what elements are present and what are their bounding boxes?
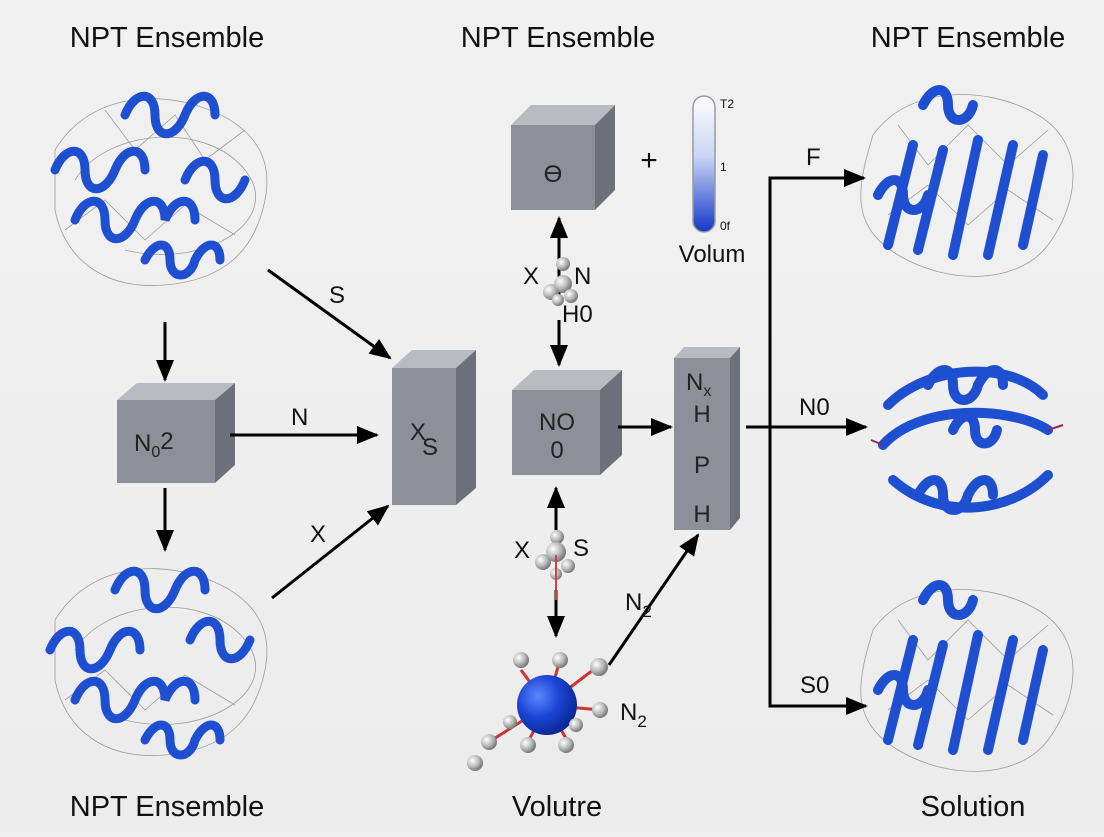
box-theta: ϴ bbox=[511, 105, 615, 210]
box-no0-line1: NO bbox=[539, 409, 575, 436]
box-xs: X S bbox=[392, 350, 476, 505]
protein-structure-bottom-left bbox=[45, 566, 268, 760]
molecule-upper-h0: H0 bbox=[562, 301, 593, 328]
box-n02: N02 bbox=[117, 383, 235, 483]
title-bottom-left: NPT Ensemble bbox=[70, 791, 265, 823]
thermometer-tick-mid: 1 bbox=[720, 160, 727, 174]
protein-structure-middle-right bbox=[870, 365, 1064, 515]
label-s0: S0 bbox=[800, 672, 829, 699]
label-n2-upper: N2 bbox=[625, 589, 652, 621]
arrow-s0 bbox=[768, 427, 868, 715]
box-column: Nx H P H bbox=[674, 347, 740, 530]
arrow-x bbox=[271, 504, 390, 600]
box-theta-label: ϴ bbox=[544, 161, 563, 188]
box-column-l1: Nx bbox=[686, 369, 711, 400]
box-xs-label-x: X bbox=[410, 419, 426, 446]
protein-structure-bottom-right bbox=[860, 580, 1074, 772]
box-n02-label: N02 bbox=[134, 428, 174, 461]
box-no0-line2: 0 bbox=[550, 437, 563, 464]
thermometer: T2 1 0f Volum bbox=[679, 95, 746, 268]
label-n: N bbox=[291, 404, 308, 431]
label-n2-lower: N2 bbox=[620, 699, 647, 731]
label-s: S bbox=[329, 282, 345, 309]
title-bottom-center: Volutre bbox=[512, 791, 602, 823]
protein-structure-top-right bbox=[860, 85, 1074, 277]
molecule-blue-center bbox=[467, 652, 608, 771]
molecule-upper-x: X bbox=[523, 263, 539, 290]
arrow-s bbox=[267, 268, 392, 360]
molecule-upper-n: N bbox=[574, 263, 591, 290]
plus-sign: + bbox=[640, 144, 658, 177]
title-top-left: NPT Ensemble bbox=[70, 22, 265, 54]
title-bottom-right: Solution bbox=[921, 791, 1026, 823]
box-column-l2: H bbox=[693, 401, 710, 428]
molecule-lower-s: S bbox=[573, 535, 589, 562]
thermometer-tick-top: T2 bbox=[720, 97, 734, 111]
arrow-f bbox=[746, 169, 866, 429]
label-n0: N0 bbox=[799, 394, 830, 421]
molecule-lower-x: X bbox=[514, 537, 530, 564]
thermometer-caption: Volum bbox=[679, 241, 746, 268]
protein-structure-top-left bbox=[50, 91, 268, 286]
box-no0: NO 0 bbox=[512, 370, 622, 475]
title-top-center: NPT Ensemble bbox=[461, 22, 656, 54]
molecule-lower bbox=[535, 530, 575, 600]
box-column-l3: P bbox=[694, 452, 710, 479]
thermometer-tick-bottom: 0f bbox=[720, 219, 731, 233]
label-x: X bbox=[310, 521, 326, 548]
label-f: F bbox=[806, 144, 821, 171]
title-top-right: NPT Ensemble bbox=[871, 22, 1066, 54]
box-xs-label-s: S bbox=[422, 434, 438, 461]
molecule-upper bbox=[543, 257, 578, 306]
arrow-n2-to-column bbox=[607, 533, 700, 666]
box-column-l4: H bbox=[693, 501, 710, 528]
